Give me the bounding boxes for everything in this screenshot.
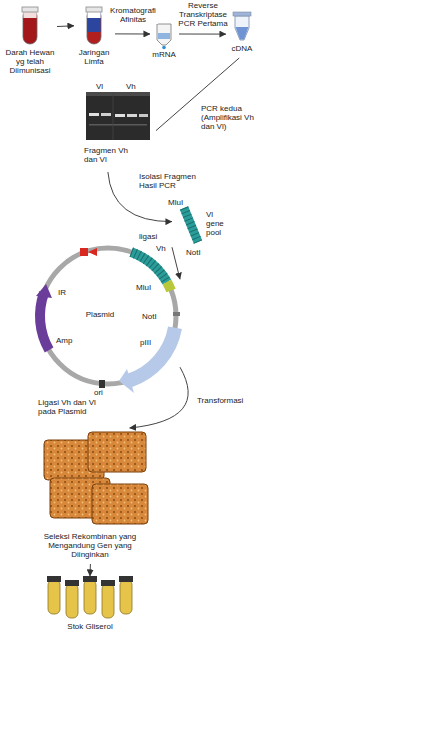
part-label: MluI <box>168 198 183 207</box>
part-label: Vh <box>156 244 166 253</box>
part-label: NotI <box>142 312 157 321</box>
stock-tubes <box>47 576 133 618</box>
caption-text: Jaringan Limfa <box>74 48 114 66</box>
part-label: MluI <box>136 283 151 292</box>
caption-text: Plasmid <box>80 310 120 319</box>
cdna-tube <box>233 12 251 40</box>
flow-arrow <box>57 25 74 27</box>
flow-arrow <box>172 247 180 279</box>
stage-box: Stok Gliserol <box>40 576 140 648</box>
plasmid-map <box>36 248 180 393</box>
blood-tube <box>22 7 38 44</box>
stage-box: mRNA <box>150 22 179 62</box>
petri-dishes <box>44 432 148 524</box>
stage-box: PlasmidLigasi Vh dan Vl pada Plasmid <box>32 244 180 420</box>
flow-arrow <box>130 367 189 428</box>
part-label: pIII <box>140 338 151 347</box>
caption-text: Ligasi Vh dan Vl pada Plasmid <box>38 398 104 416</box>
caption-text: Seleksi Rekombinan yang Mengandung Gen y… <box>40 532 140 560</box>
gel-image <box>86 92 150 140</box>
step-label: Reverse Transkriptase PCR Pertama <box>176 1 230 29</box>
stage-box: cDNA <box>226 12 259 58</box>
stage-box: Seleksi Rekombinan yang Mengandung Gen y… <box>40 428 152 564</box>
caption-text: Darah Hewan yg telah Diimunisasi <box>4 48 56 76</box>
flow-arrow <box>90 564 91 576</box>
caption-text: Vl gene pool <box>206 210 230 238</box>
flow-arrow <box>179 34 226 35</box>
step-label: ligasi <box>138 232 168 241</box>
caption-text: Fragmen Vh dan Vl <box>84 146 136 164</box>
part-label: IR <box>58 288 66 297</box>
step-label: Transformasi <box>196 396 258 405</box>
caption-text: cDNA <box>226 44 258 53</box>
part-label: Vh <box>126 82 136 91</box>
part-label: ori <box>94 388 103 397</box>
part-label: NotI <box>186 248 201 257</box>
affinity-column <box>157 24 171 49</box>
part-label: Vl <box>96 82 103 91</box>
vl-fragment <box>184 208 198 242</box>
flow-arrow <box>115 33 150 34</box>
step-label: Isolasi Fragmen Hasil PCR <box>138 172 206 190</box>
step-label: Kromatografi Afinitas <box>108 6 158 24</box>
stage-box: Fragmen Vh dan Vl <box>82 80 156 172</box>
caption-text: Stok Gliserol <box>60 622 120 631</box>
step-label: PCR kedua (Amplifikasi Vh dan Vl) <box>200 104 260 132</box>
caption-text: mRNA <box>150 50 178 59</box>
stage-box: Darah Hewan yg telah Diimunisasi <box>4 6 57 77</box>
part-label: Amp <box>56 336 72 345</box>
tissue-tube <box>86 7 102 44</box>
